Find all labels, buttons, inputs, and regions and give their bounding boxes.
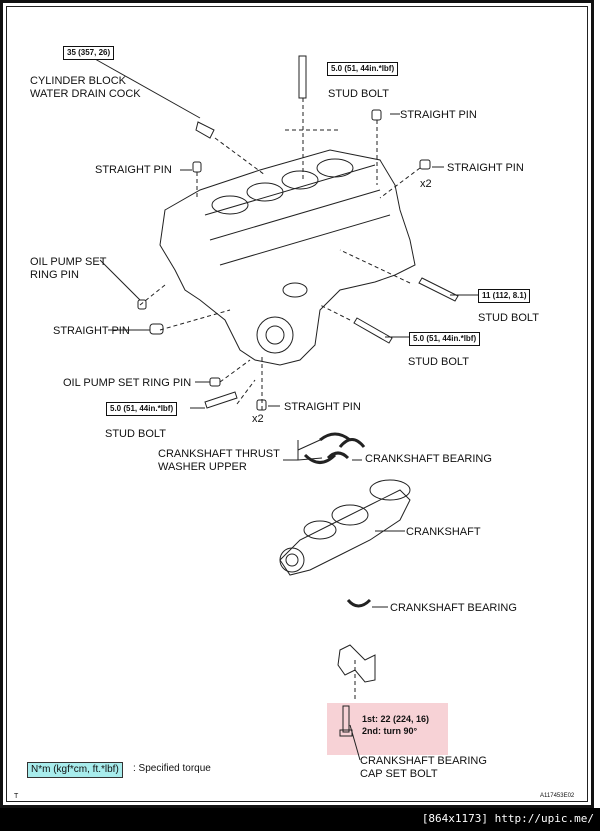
footer-bar xyxy=(0,808,600,831)
label-oil-pump-ring-pin-2: RING PIN xyxy=(30,269,79,281)
label-straight-pin-5: STRAIGHT PIN xyxy=(284,401,361,413)
label-straight-pin-3: STRAIGHT PIN xyxy=(447,162,524,174)
torque-cap-bolt-2: 2nd: turn 90° xyxy=(362,726,418,736)
label-cap-bolt-2: CAP SET BOLT xyxy=(360,768,438,780)
footer-watermark: [864x1173] http://upic.me/ xyxy=(421,812,594,825)
label-oil-pump-ring-pin-2b: OIL PUMP SET RING PIN xyxy=(63,377,192,389)
label-crank-bearing-1: CRANKSHAFT BEARING xyxy=(365,453,492,465)
label-straight-pin-4: STRAIGHT PIN xyxy=(53,325,130,337)
label-crankshaft: CRANKSHAFT xyxy=(406,526,481,538)
label-stud-bolt-3: STUD BOLT xyxy=(408,356,469,368)
label-thrust-washer-1: CRANKSHAFT THRUST xyxy=(158,448,280,460)
label-stud-bolt-2: STUD BOLT xyxy=(478,312,539,324)
diagram-frame xyxy=(0,0,594,808)
legend-text: : Specified torque xyxy=(133,763,211,774)
torque-stud-bolt-right-upper: 11 (112, 8.1) xyxy=(478,289,531,303)
label-x2-2: x2 xyxy=(252,413,264,425)
torque-stud-bolt-top: 5.0 (51, 44in.*lbf) xyxy=(327,62,399,76)
label-stud-bolt-4: STUD BOLT xyxy=(105,428,166,440)
torque-drain-cock: 35 (357, 26) xyxy=(63,46,115,60)
label-straight-pin-1: STRAIGHT PIN xyxy=(400,109,477,121)
legend-torque-units: N*m (kgf*cm, ft.*lbf) xyxy=(27,762,123,778)
label-cap-bolt-1: CRANKSHAFT BEARING xyxy=(360,755,487,767)
torque-stud-bolt-left: 5.0 (51, 44in.*lbf) xyxy=(106,402,178,416)
label-oil-pump-ring-pin-1: OIL PUMP SET xyxy=(30,256,107,268)
label-thrust-washer-2: WASHER UPPER xyxy=(158,461,247,473)
label-x2-1: x2 xyxy=(420,178,432,190)
label-cylinder-block-drain-2: WATER DRAIN COCK xyxy=(30,88,141,100)
diagram-border xyxy=(6,6,588,802)
label-stud-bolt-1: STUD BOLT xyxy=(328,88,389,100)
figure-code: A117453E02 xyxy=(540,793,575,799)
torque-stud-bolt-right-lower: 5.0 (51, 44in.*lbf) xyxy=(409,332,481,346)
label-straight-pin-2: STRAIGHT PIN xyxy=(95,164,172,176)
label-crank-bearing-2: CRANKSHAFT BEARING xyxy=(390,602,517,614)
torque-cap-bolt-1: 1st: 22 (224, 16) xyxy=(362,714,430,724)
cap-bolt-highlight xyxy=(327,703,448,755)
corner-left-mark: T xyxy=(14,793,19,800)
label-cylinder-block-drain-1: CYLINDER BLOCK xyxy=(30,75,126,87)
